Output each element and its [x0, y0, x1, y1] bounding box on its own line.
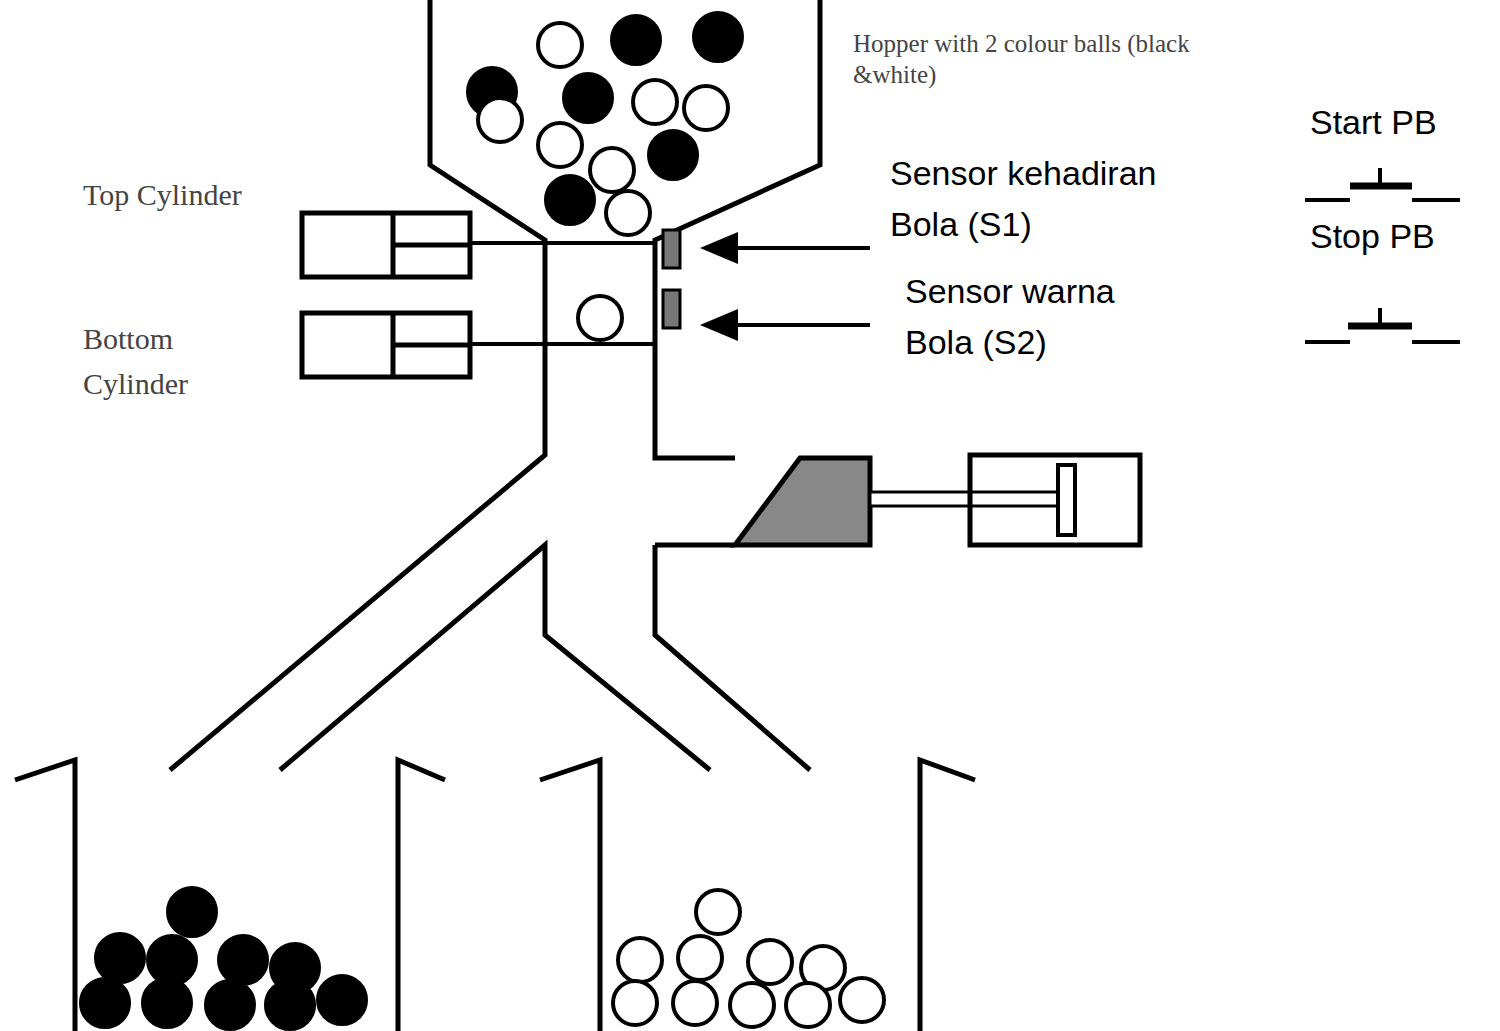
start-pushbutton-symbol	[1305, 168, 1460, 200]
hopper-balls	[468, 13, 742, 235]
sensor-label: Sensor warna Bola (S2)	[905, 266, 1165, 368]
color-sensor	[663, 290, 680, 328]
button-label: Start PB	[1310, 100, 1495, 144]
button-label: Stop PB	[1310, 214, 1495, 258]
stop-pushbutton-symbol	[1305, 308, 1460, 342]
chute-right-lower	[655, 545, 810, 770]
ball-in-chamber	[578, 296, 622, 340]
chute-divider	[280, 545, 710, 770]
sensor-label: Sensor kehadiran Bola (S1)	[890, 148, 1220, 250]
cylinder-label: Top Cylinder	[83, 172, 253, 217]
black-balls	[81, 888, 366, 1029]
diverter-gate	[655, 455, 1140, 545]
white-balls	[613, 890, 884, 1027]
black-bin	[15, 760, 445, 1031]
sensor-leaders	[700, 232, 870, 341]
cylinder-label: Bottom Cylinder	[83, 316, 253, 406]
hopper-label: Hopper with 2 colour balls (black &white…	[853, 28, 1213, 91]
hopper-chute-right	[655, 0, 820, 458]
top-cylinder	[302, 213, 655, 277]
hopper-chute-left	[170, 0, 545, 770]
presence-sensor	[663, 230, 680, 268]
white-bin	[540, 760, 975, 1031]
